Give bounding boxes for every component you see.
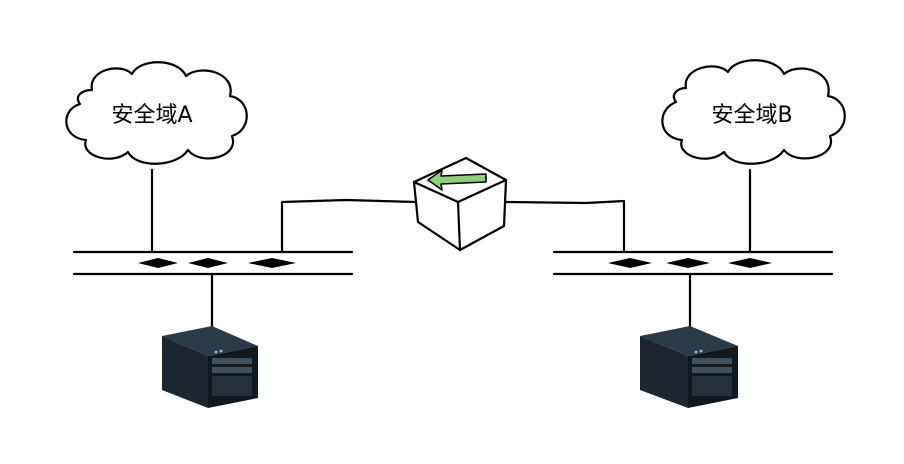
arrow-left-icon <box>427 169 487 191</box>
right-bus-port-3 <box>728 258 772 268</box>
zone-b-cloud-icon <box>661 59 846 165</box>
zone-a-cloud-icon <box>65 61 248 165</box>
gateway-device <box>412 156 508 252</box>
zone-b-cloud: 安全域B <box>661 59 846 165</box>
left-bus-port-3 <box>248 258 296 268</box>
server-tower-icon <box>162 326 258 408</box>
right-network-bus <box>552 250 834 276</box>
zone-a-label: 安全域A <box>111 103 192 128</box>
gateway-cube-edge-2 <box>456 200 462 252</box>
zone-b-label: 安全域B <box>711 103 792 128</box>
gateway-cube-icon <box>412 156 508 252</box>
zone-a-cloud: 安全域A <box>65 61 248 165</box>
gateway-left-link <box>280 198 418 254</box>
right-bus-port-1 <box>608 258 652 268</box>
gateway-right-link <box>504 199 626 254</box>
left-network-bus <box>72 250 354 276</box>
left-bus-port-2 <box>188 258 228 268</box>
right-bus-port-2 <box>666 258 710 268</box>
server-tower-icon <box>640 326 738 408</box>
server-a <box>162 326 258 408</box>
server-b <box>640 326 738 408</box>
left-bus-port-1 <box>138 258 178 268</box>
